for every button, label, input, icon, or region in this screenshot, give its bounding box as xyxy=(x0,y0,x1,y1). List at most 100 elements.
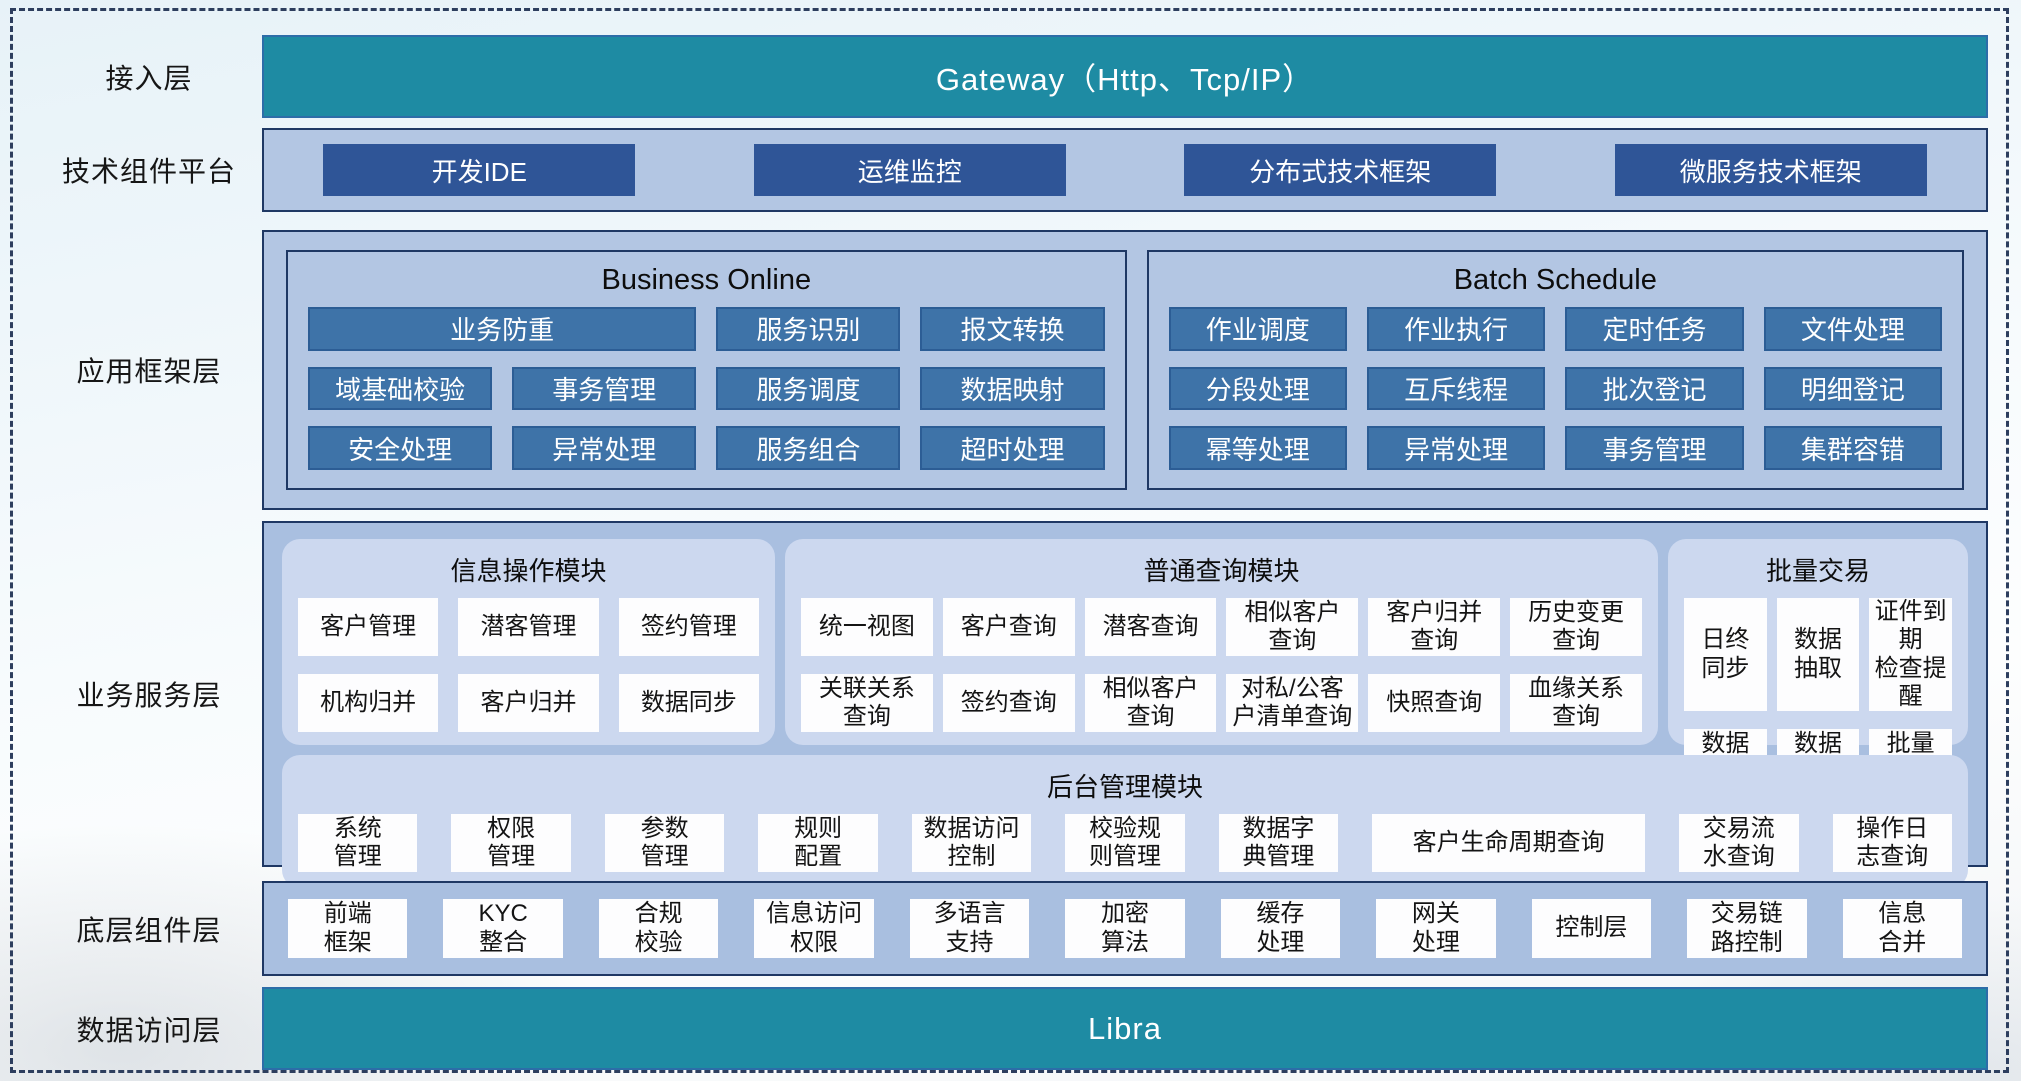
general-query-item: 对私/公客 户清单查询 xyxy=(1226,674,1359,732)
info-operation-title: 信息操作模块 xyxy=(450,556,607,586)
bottom-components-gutter: 底层组件层 xyxy=(0,881,262,976)
batch-schedule-button: 异常处理 xyxy=(1366,426,1546,470)
batch-trade-item: 日终 同步 xyxy=(1684,598,1767,712)
tech-platform-gutter: 技术组件平台 xyxy=(0,128,262,212)
info-operation-item: 客户管理 xyxy=(298,598,439,656)
admin-module-item: 数据访问 控制 xyxy=(911,814,1032,872)
bottom-component-item: 网关 处理 xyxy=(1376,899,1496,958)
gateway-bar-label: Gateway（Http、Tcp/IP） xyxy=(935,62,1315,97)
business-online-button: 服务调度 xyxy=(716,366,901,411)
info-operation-module: 信息操作模块 客户管理潜客管理签约管理机构归并客户归并数据同步 xyxy=(282,539,775,745)
business-online-button: 服务识别 xyxy=(716,307,901,351)
business-online-button: 报文转换 xyxy=(920,307,1105,351)
batch-trade-title: 批量交易 xyxy=(1765,556,1870,586)
admin-module-item: 系统 管理 xyxy=(298,814,418,872)
layer-label-appframe: 应用框架层 xyxy=(76,356,222,387)
general-query-item: 客户归并 查询 xyxy=(1368,598,1501,656)
business-online-title: Business Online xyxy=(601,264,812,296)
tech-component-button: 微服务技术框架 xyxy=(1614,144,1927,196)
general-query-item: 血缘关系 查询 xyxy=(1510,674,1642,732)
business-online-panel: Business Online 业务防重服务识别报文转换域基础校验事务管理服务调… xyxy=(286,250,1127,490)
bottom-component-item: 控制层 xyxy=(1531,899,1652,958)
info-operation-item: 潜客管理 xyxy=(458,598,599,656)
admin-module-item: 操作日 志查询 xyxy=(1832,814,1952,872)
info-operation-grid: 客户管理潜客管理签约管理机构归并客户归并数据同步 xyxy=(298,598,759,732)
app-framework-gutter: 应用框架层 xyxy=(0,230,262,510)
info-operation-item: 客户归并 xyxy=(458,674,599,732)
batch-schedule-button: 互斥线程 xyxy=(1366,366,1546,411)
data-access-gutter: 数据访问层 xyxy=(0,987,262,1070)
app-framework-content: Business Online 业务防重服务识别报文转换域基础校验事务管理服务调… xyxy=(262,230,1988,510)
general-query-item: 签约查询 xyxy=(942,674,1075,732)
admin-module-item: 客户生命周期查询 xyxy=(1372,814,1646,872)
business-service-content: 信息操作模块 客户管理潜客管理签约管理机构归并客户归并数据同步 普通查询模块 统… xyxy=(262,521,1988,888)
bottom-component-item: KYC 整合 xyxy=(443,899,563,958)
admin-module-item: 数据字 典管理 xyxy=(1218,814,1339,872)
business-online-button: 数据映射 xyxy=(920,366,1105,411)
app-framework-row: 应用框架层 Business Online 业务防重服务识别报文转换域基础校验事… xyxy=(0,230,2021,510)
batch-schedule-title: Batch Schedule xyxy=(1453,264,1657,296)
gateway-bar: Gateway（Http、Tcp/IP） xyxy=(262,35,1988,118)
admin-module: 后台管理模块 系统 管理权限 管理参数 管理规则 配置数据访问 控制校验规 则管… xyxy=(282,755,1968,888)
batch-schedule-button: 集群容错 xyxy=(1763,426,1942,470)
batch-schedule-button: 定时任务 xyxy=(1565,307,1744,351)
batch-schedule-button: 作业调度 xyxy=(1168,307,1347,351)
batch-schedule-button: 明细登记 xyxy=(1763,366,1942,411)
general-query-item: 客户查询 xyxy=(942,598,1075,656)
business-online-button: 服务组合 xyxy=(716,426,901,470)
batch-schedule-button: 事务管理 xyxy=(1565,426,1744,470)
access-layer-row: 接入层 Gateway（Http、Tcp/IP） xyxy=(0,35,2021,118)
admin-module-item: 规则 配置 xyxy=(758,814,878,872)
batch-schedule-panel: Batch Schedule 作业调度作业执行定时任务文件处理分段处理互斥线程批… xyxy=(1146,250,1964,490)
batch-schedule-button: 作业执行 xyxy=(1366,307,1546,351)
general-query-item: 关联关系 查询 xyxy=(801,674,933,732)
bottom-component-item: 前端 框架 xyxy=(288,899,408,958)
admin-module-grid: 系统 管理权限 管理参数 管理规则 配置数据访问 控制校验规 则管理数据字 典管… xyxy=(298,814,1952,872)
batch-trade-item: 数据 抽取 xyxy=(1776,598,1860,712)
business-online-button: 域基础校验 xyxy=(308,366,493,411)
access-layer-gutter: 接入层 xyxy=(0,35,262,118)
general-query-title: 普通查询模块 xyxy=(1143,556,1300,586)
business-online-button: 业务防重 xyxy=(308,307,697,351)
layer-label-data: 数据访问层 xyxy=(76,1014,222,1046)
data-access-row: 数据访问层 Libra xyxy=(0,987,2021,1070)
info-operation-item: 数据同步 xyxy=(618,674,759,732)
business-service-box: 信息操作模块 客户管理潜客管理签约管理机构归并客户归并数据同步 普通查询模块 统… xyxy=(262,521,1988,888)
business-service-row: 业务服务层 信息操作模块 客户管理潜客管理签约管理机构归并客户归并数据同步 普通… xyxy=(0,521,2021,888)
layer-label-service: 业务服务层 xyxy=(76,680,222,711)
general-query-item: 相似客户 查询 xyxy=(1084,674,1217,732)
info-operation-item: 机构归并 xyxy=(298,674,439,732)
layer-label-tech: 技术组件平台 xyxy=(61,156,236,187)
general-query-item: 潜客查询 xyxy=(1084,598,1217,656)
general-query-item: 快照查询 xyxy=(1368,674,1501,732)
access-layer-content: Gateway（Http、Tcp/IP） xyxy=(262,35,1988,118)
data-access-content: Libra xyxy=(262,987,1988,1070)
tech-component-button: 分布式技术框架 xyxy=(1184,144,1497,196)
libra-bar-label: Libra xyxy=(1088,1010,1162,1046)
app-framework-box: Business Online 业务防重服务识别报文转换域基础校验事务管理服务调… xyxy=(262,230,1988,510)
general-query-item: 历史变更 查询 xyxy=(1510,598,1642,656)
admin-module-item: 权限 管理 xyxy=(451,814,571,872)
business-online-button: 超时处理 xyxy=(920,426,1105,470)
service-modules-row: 信息操作模块 客户管理潜客管理签约管理机构归并客户归并数据同步 普通查询模块 统… xyxy=(282,539,1968,788)
layer-label-bottom: 底层组件层 xyxy=(76,914,222,946)
batch-schedule-button: 批次登记 xyxy=(1565,366,1744,411)
libra-bar: Libra xyxy=(262,987,1988,1070)
business-online-button: 事务管理 xyxy=(512,366,697,411)
info-operation-item: 签约管理 xyxy=(618,598,759,656)
general-query-grid: 统一视图客户查询潜客查询相似客户 查询客户归并 查询历史变更 查询关联关系 查询… xyxy=(801,598,1642,732)
bottom-component-item: 合规 校验 xyxy=(598,899,719,958)
tech-component-button: 开发IDE xyxy=(323,144,636,196)
bottom-component-item: 信息 合并 xyxy=(1842,899,1962,958)
bottom-component-item: 信息访问 权限 xyxy=(754,899,874,958)
batch-schedule-button: 文件处理 xyxy=(1763,307,1942,351)
business-service-gutter: 业务服务层 xyxy=(0,521,262,867)
admin-module-title: 后台管理模块 xyxy=(1046,772,1203,802)
admin-module-item: 交易流 水查询 xyxy=(1679,814,1799,872)
